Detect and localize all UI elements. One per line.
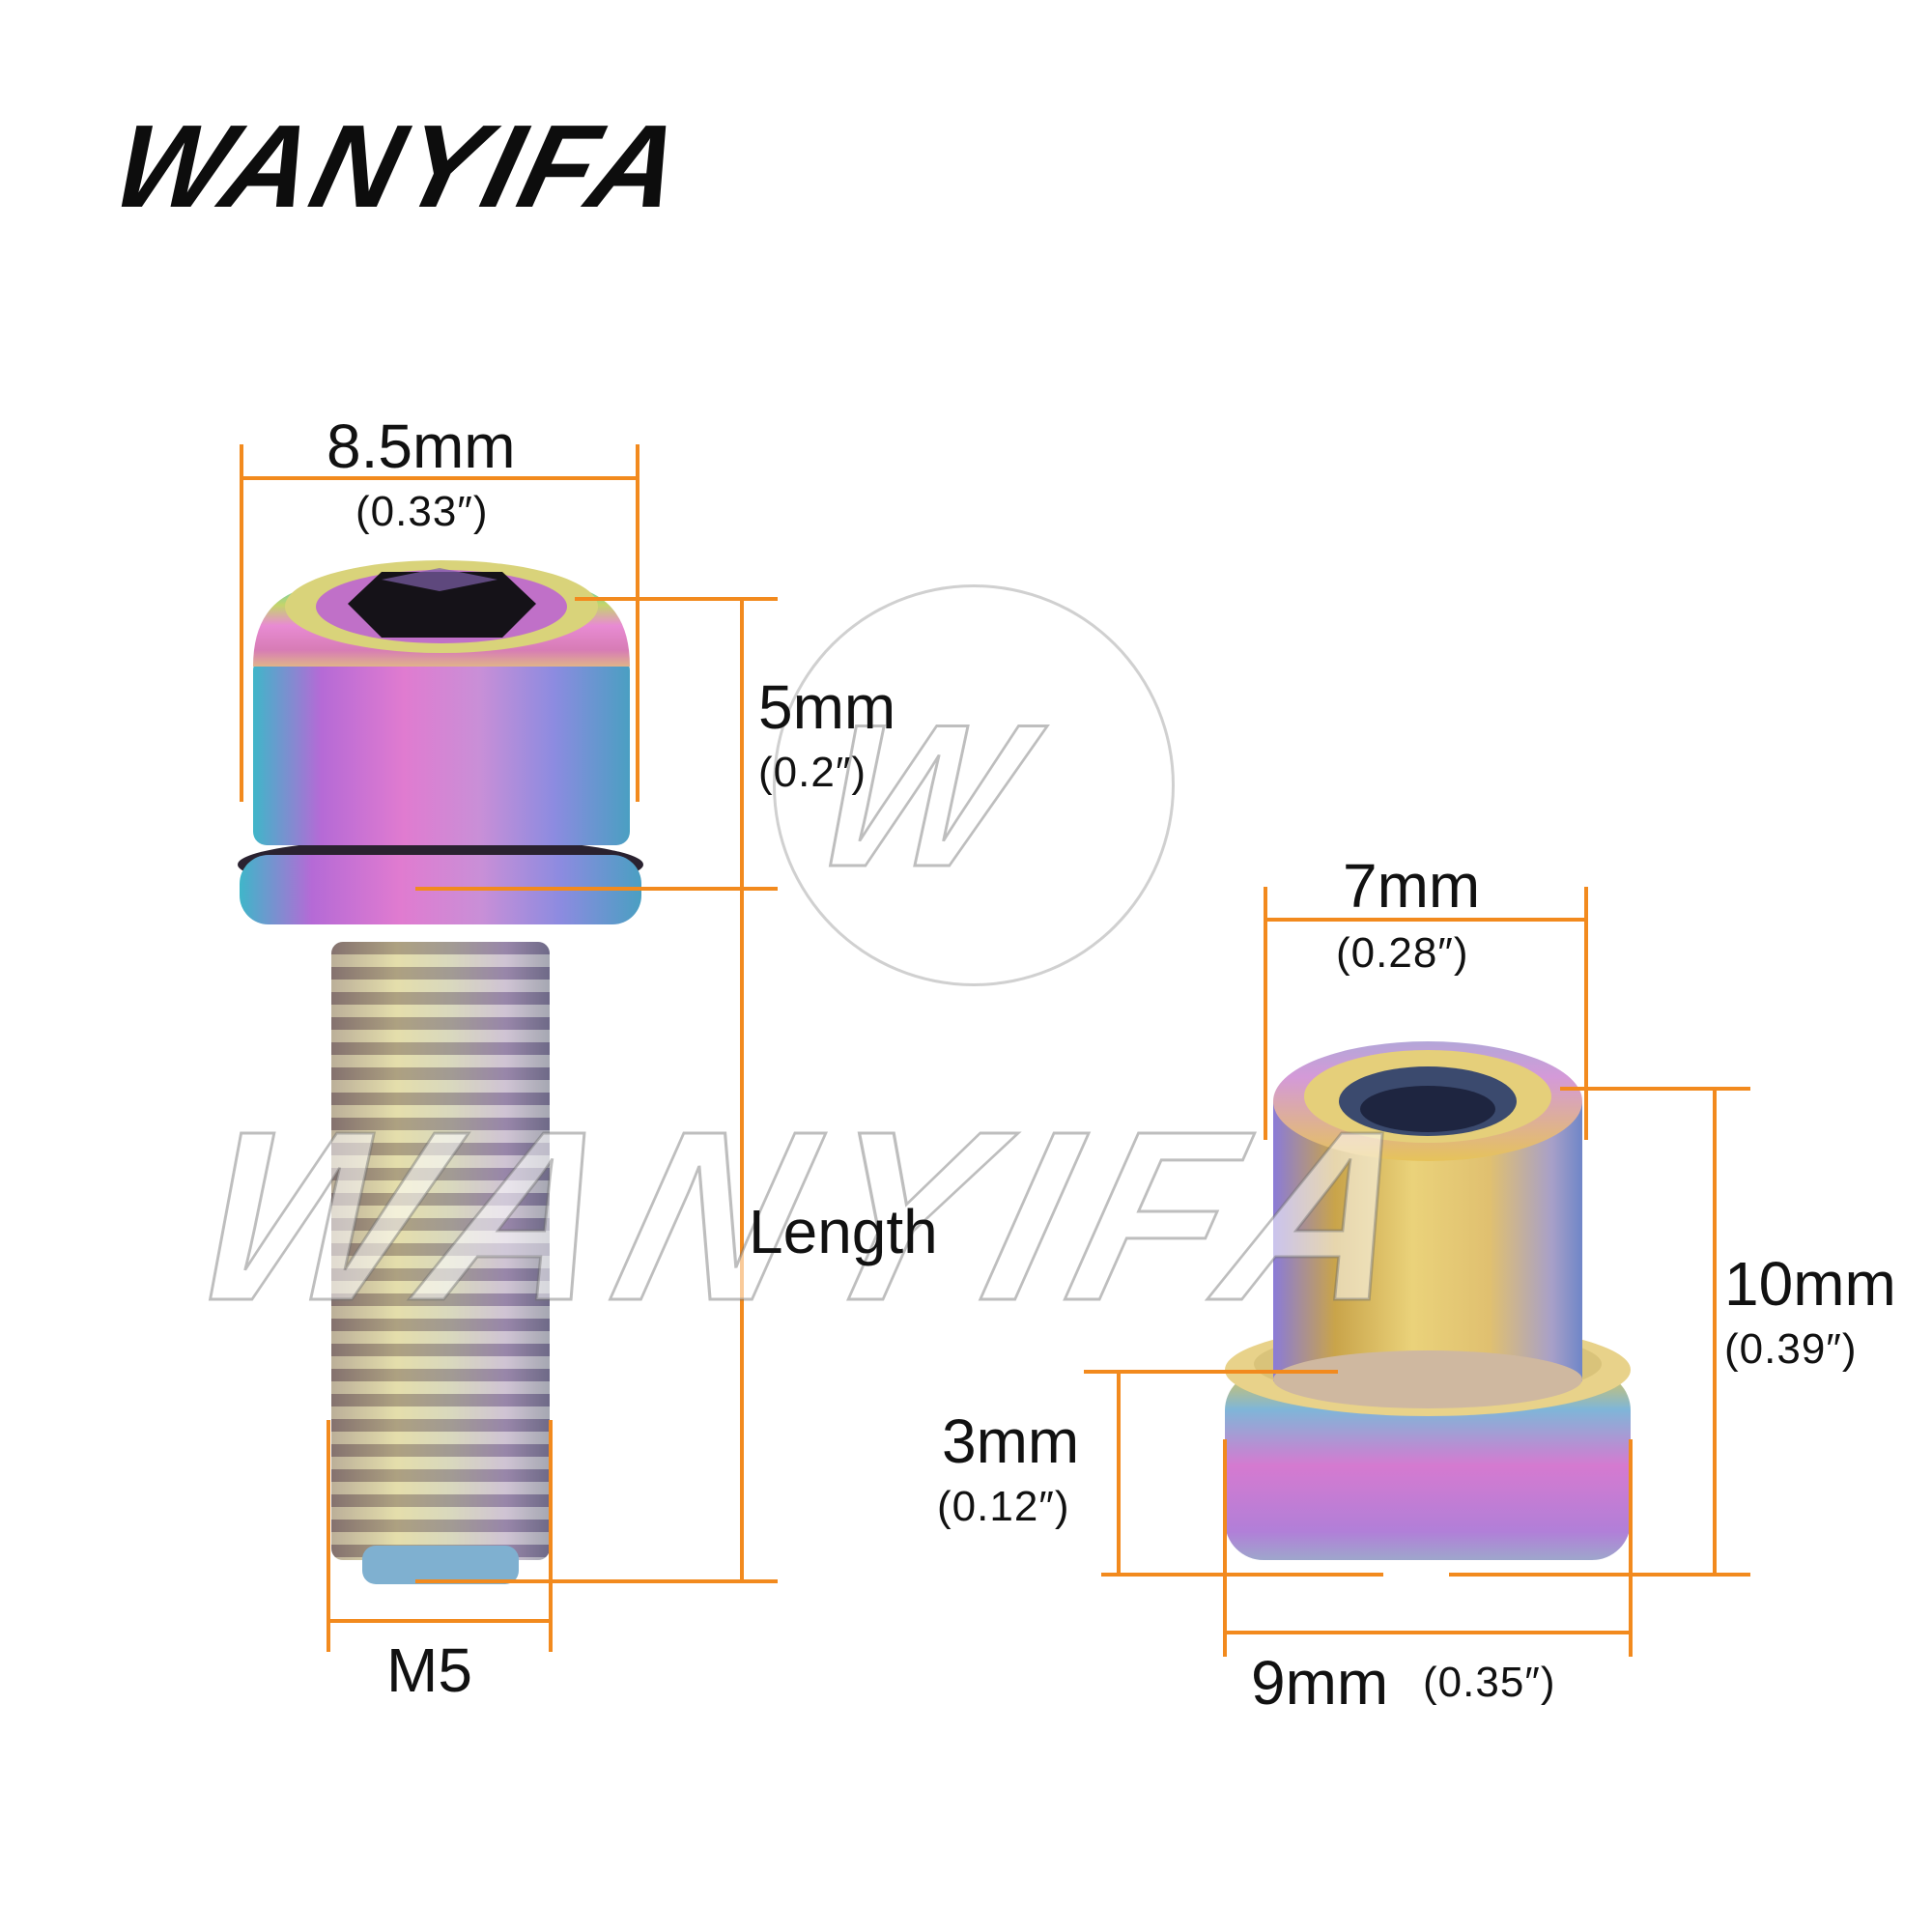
bolt-head-body [253, 657, 630, 845]
dimension-lines [240, 444, 1750, 1657]
bolt-illustration [238, 560, 643, 1584]
bolt-thread-lines [331, 942, 550, 1560]
nut-inner-diameter-imperial: (0.28″) [1336, 929, 1469, 977]
bolt-head-height-imperial: (0.2″) [758, 749, 867, 796]
nut-body-bottom [1273, 1350, 1582, 1408]
nut-flange-diameter-imperial: (0.35″) [1423, 1659, 1556, 1706]
nut-flange [1225, 1372, 1631, 1560]
bolt-thread-label: M5 [386, 1635, 472, 1705]
watermark-badge: W [773, 584, 1175, 986]
nut-flange-height-imperial: (0.12″) [937, 1483, 1070, 1530]
nut-bore-inner [1360, 1086, 1495, 1132]
bolt-length-label: Length [749, 1197, 938, 1266]
bolt-hex-socket [348, 572, 536, 638]
nut-inner-diameter-label: 7mm [1343, 851, 1481, 921]
bolt-head-height-label: 5mm [758, 672, 896, 742]
bolt-head-diameter-label: 8.5mm [327, 412, 516, 481]
bolt-head-diameter-imperial: (0.33″) [355, 488, 489, 535]
bolt-hex-socket-highlight [382, 568, 497, 591]
bolt-tip [362, 1546, 519, 1584]
nut-height-label: 10mm [1724, 1249, 1896, 1319]
nut-illustration [1225, 1041, 1631, 1560]
nut-flange-height-label: 3mm [942, 1406, 1080, 1476]
nut-height-imperial: (0.39″) [1724, 1325, 1858, 1373]
nut-flange-diameter-label: 9mm [1251, 1648, 1389, 1718]
